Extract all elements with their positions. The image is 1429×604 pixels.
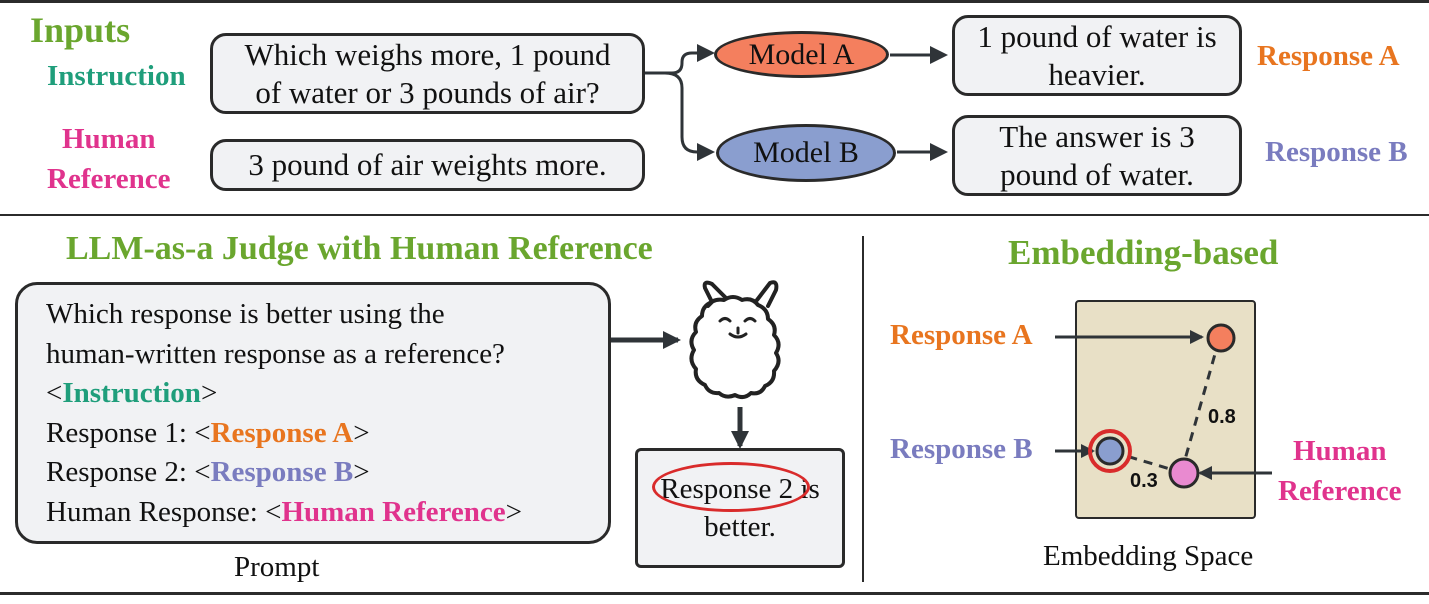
response-a-tag: Response A xyxy=(210,416,354,449)
response-b-box: The answer is 3 pound of water. xyxy=(952,115,1242,196)
response-a-box: 1 pound of water is heavier. xyxy=(952,15,1242,96)
top-rule xyxy=(0,0,1429,3)
judge-title: LLM-as-a Judge with Human Reference xyxy=(66,230,653,267)
distance-a-label: 0.8 xyxy=(1208,406,1236,428)
verdict-line-2: better. xyxy=(704,511,776,543)
response-b-point xyxy=(1095,436,1125,466)
bottom-rule xyxy=(0,592,1429,595)
response-a-point xyxy=(1206,323,1236,353)
instruction-to-model-a-arrow xyxy=(645,44,715,75)
response-b-label: Response B xyxy=(1265,136,1408,168)
human-reference-tag: Human Reference xyxy=(281,495,506,528)
prompt-caption: Prompt xyxy=(234,551,320,583)
prompt-box: Which response is better using the human… xyxy=(15,282,611,544)
verdict-box: Response 2 is better. xyxy=(635,448,845,568)
response-b-text-line-2: pound of water. xyxy=(1000,156,1194,192)
instruction-text-line-1: Which weighs more, 1 pound xyxy=(244,36,611,72)
instruction-to-model-b-arrow xyxy=(664,71,715,161)
section-divider xyxy=(862,236,864,582)
embedding-caption: Embedding Space xyxy=(1043,540,1254,572)
human-reference-label-line-1: Human xyxy=(62,123,156,155)
response-b-highlight-ring xyxy=(1088,429,1132,473)
response-b-tag: Response B xyxy=(210,456,354,488)
model-a-label: Model A xyxy=(748,37,855,71)
distance-b-label: 0.3 xyxy=(1130,470,1158,492)
verdict-line-1: Response 2 is xyxy=(652,462,820,512)
instruction-tag: Instruction xyxy=(62,377,201,409)
distance-line-b xyxy=(1112,450,1181,474)
prompt-line-2: human-written response as a reference? xyxy=(46,337,505,370)
embedding-response-b-label: Response B xyxy=(890,433,1033,465)
inputs-title: Inputs xyxy=(30,10,131,50)
prompt-line-human: Human Response: <Human Reference> xyxy=(46,495,522,528)
response-a-text-line-2: heavier. xyxy=(1048,56,1146,92)
instruction-box: Which weighs more, 1 pound of water or 3… xyxy=(210,33,645,114)
response-b-text-line-1: The answer is 3 xyxy=(999,118,1195,154)
embedding-human-label-line-1: Human xyxy=(1293,435,1387,467)
embedding-human-label-line-2: Reference xyxy=(1278,475,1402,507)
instruction-text-line-2: of water or 3 pounds of air? xyxy=(255,74,600,110)
embedding-title: Embedding-based xyxy=(1008,233,1279,272)
prompt-line-1: Which response is better using the xyxy=(46,298,445,330)
prompt-line-instruction: <Instruction> xyxy=(46,377,218,409)
prompt-line-response-1: Response 1: <Response A> xyxy=(46,416,370,449)
verdict-highlight-ellipse xyxy=(652,462,811,512)
response-a-label: Response A xyxy=(1257,40,1400,72)
prompt-line-response-2: Response 2: <Response B> xyxy=(46,456,370,488)
human-reference-label-line-2: Reference xyxy=(47,163,171,195)
model-b-label: Model B xyxy=(753,136,859,169)
instruction-label: Instruction xyxy=(47,60,186,92)
middle-rule xyxy=(0,214,1429,216)
model-a-node: Model A xyxy=(714,31,889,78)
human-reference-text: 3 pound of air weights more. xyxy=(248,147,607,182)
response-a-text-line-1: 1 pound of water is xyxy=(977,18,1217,54)
human-reference-point xyxy=(1168,457,1200,489)
embedding-response-a-label: Response A xyxy=(890,319,1033,351)
model-b-node: Model B xyxy=(716,124,896,182)
distance-line-a xyxy=(1180,339,1221,471)
human-reference-box: 3 pound of air weights more. xyxy=(210,139,645,191)
